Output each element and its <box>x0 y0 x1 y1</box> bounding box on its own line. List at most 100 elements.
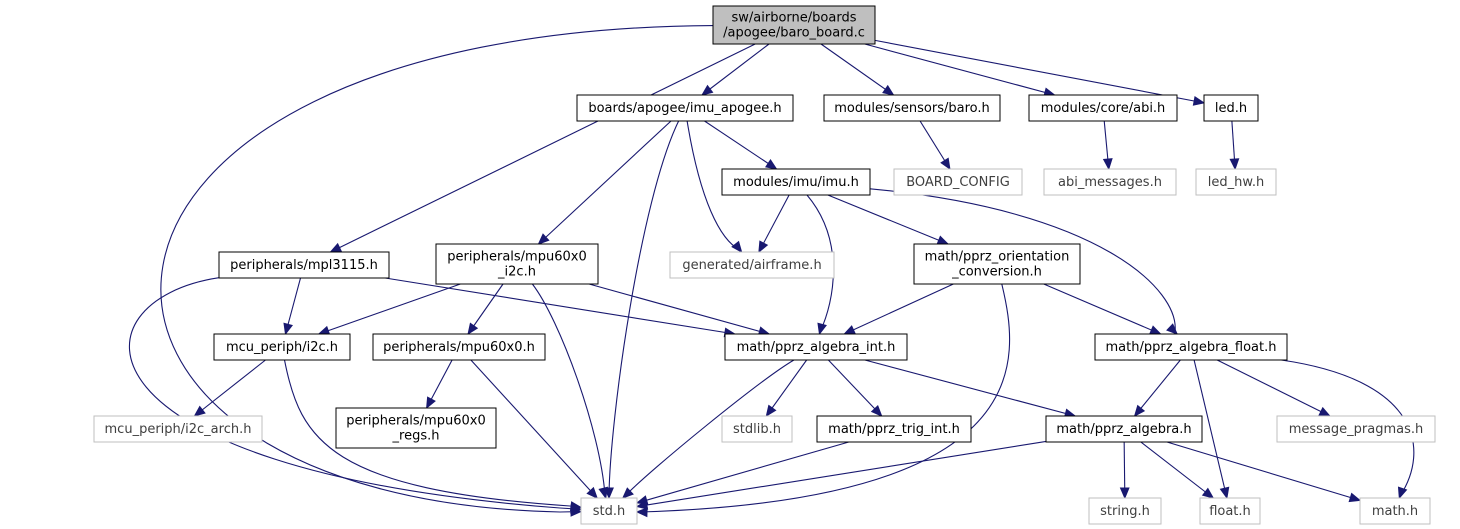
edge-orientation-to-algebra_float <box>1043 283 1162 335</box>
node-abi-messages: abi_messages.h <box>1043 168 1177 196</box>
nodes-layer: sw/airborne/boards/apogee/baro_board.cbo… <box>93 5 1436 525</box>
node-airframe: generated/airframe.h <box>669 251 835 279</box>
node-mpu60x0-regs[interactable]: peripherals/mpu60x0_regs.h <box>335 407 497 449</box>
edge-imu_apogee-to-mpu60x0_i2c <box>537 120 672 245</box>
node-box <box>913 243 1081 285</box>
edge-imu-to-orientation <box>827 194 950 245</box>
node-sensors-baro[interactable]: modules/sensors/baro.h <box>823 94 1001 122</box>
node-box <box>724 333 908 361</box>
node-message-pragmas: message_pragmas.h <box>1276 415 1436 443</box>
node-box <box>1199 497 1261 525</box>
edge-i2c-to-std <box>283 359 583 511</box>
edge-algebra_float-to-float <box>1193 359 1230 500</box>
edge-imu_apogee-to-imu <box>704 120 778 170</box>
node-label: peripherals/mpu60x0 <box>447 250 586 265</box>
edge-orientation-to-std <box>635 283 1011 518</box>
edge-imu-to-airframe <box>758 194 790 254</box>
node-label: modules/core/abi.h <box>1041 101 1166 116</box>
node-i2c-arch: mcu_periph/i2c_arch.h <box>93 415 263 443</box>
node-label: modules/imu/imu.h <box>733 175 859 190</box>
edge-algebra-to-float <box>1140 441 1215 499</box>
edge-core_abi-to-abi_messages <box>1102 120 1113 171</box>
edge-baro_board-to-core_abi <box>864 43 1056 98</box>
node-box <box>816 415 972 443</box>
node-label: /apogee/baro_board.c <box>723 26 865 41</box>
edge-orientation-to-algebra_int <box>843 283 954 335</box>
node-box <box>1359 497 1431 525</box>
node-string: string.h <box>1088 497 1162 525</box>
node-label: modules/sensors/baro.h <box>834 101 989 116</box>
edge-algebra-to-math <box>1166 441 1362 503</box>
node-math: math.h <box>1359 497 1431 525</box>
node-box <box>1203 94 1259 122</box>
node-label: led_hw.h <box>1208 175 1264 190</box>
node-label: math/pprz_trig_int.h <box>828 422 960 437</box>
node-label: peripherals/mpu60x0.h <box>383 340 535 355</box>
edge-mpu60x0_i2c-to-i2c <box>317 283 461 336</box>
edge-mpu60x0_i2c-to-std <box>531 283 609 500</box>
edge-mpl3115-to-algebra_int <box>385 277 737 338</box>
node-label: math/pprz_algebra.h <box>1056 422 1191 437</box>
edge-imu_apogee-to-std <box>604 120 680 500</box>
edge-baro_board-to-mpl3115 <box>329 43 756 253</box>
edge-baro_board-to-imu_apogee <box>701 43 770 96</box>
node-orientation[interactable]: math/pprz_orientation_conversion.h <box>913 243 1081 285</box>
node-box <box>372 333 546 361</box>
node-label: led.h <box>1215 101 1247 116</box>
node-label: sw/airborne/boards <box>732 11 857 26</box>
edge-baro_board-to-sensors_baro <box>820 43 895 96</box>
node-i2c[interactable]: mcu_periph/i2c.h <box>213 333 351 361</box>
node-stdlib: stdlib.h <box>721 415 793 443</box>
node-box <box>335 407 497 449</box>
node-trig-int[interactable]: math/pprz_trig_int.h <box>816 415 972 443</box>
node-algebra-int[interactable]: math/pprz_algebra_int.h <box>724 333 908 361</box>
node-label: math.h <box>1372 504 1418 519</box>
node-algebra[interactable]: math/pprz_algebra.h <box>1045 415 1203 443</box>
node-box <box>1088 497 1162 525</box>
node-label: boards/apogee/imu_apogee.h <box>588 101 781 116</box>
node-core-abi[interactable]: modules/core/abi.h <box>1028 94 1178 122</box>
edge-algebra_int-to-std <box>621 359 795 499</box>
node-mpu60x0-i2c[interactable]: peripherals/mpu60x0_i2c.h <box>435 243 599 285</box>
node-mpu60x0[interactable]: peripherals/mpu60x0.h <box>372 333 546 361</box>
node-algebra-float[interactable]: math/pprz_algebra_float.h <box>1094 333 1288 361</box>
node-mpl3115[interactable]: peripherals/mpl3115.h <box>218 251 390 279</box>
edge-mpu60x0-to-std <box>470 359 598 499</box>
node-box <box>1043 168 1177 196</box>
node-box <box>1045 415 1203 443</box>
node-imu[interactable]: modules/imu/imu.h <box>721 168 871 196</box>
edge-trig_int-to-std <box>635 441 849 505</box>
node-label: stdlib.h <box>733 422 781 437</box>
edge-algebra_int-to-stdlib <box>765 359 808 418</box>
edge-algebra-to-std <box>635 440 1047 510</box>
edge-led-to-led_hw <box>1229 120 1240 171</box>
edge-algebra-to-string <box>1119 441 1130 500</box>
node-baro-board[interactable]: sw/airborne/boards/apogee/baro_board.c <box>712 5 876 45</box>
edge-sensors_baro-to-board_config <box>919 120 951 171</box>
node-box <box>823 94 1001 122</box>
node-label: peripherals/mpu60x0 <box>346 414 485 429</box>
node-label: math/pprz_orientation <box>925 250 1070 265</box>
edge-algebra_float-to-algebra <box>1133 359 1181 417</box>
node-box <box>435 243 599 285</box>
node-label: _i2c.h <box>497 265 536 280</box>
node-float: float.h <box>1199 497 1261 525</box>
node-label: peripherals/mpl3115.h <box>230 258 378 273</box>
node-box <box>93 415 263 443</box>
edge-imu_apogee-to-airframe <box>686 120 743 254</box>
node-label: _regs.h <box>392 429 440 444</box>
node-box <box>1094 333 1288 361</box>
node-box <box>1028 94 1178 122</box>
node-box <box>721 168 871 196</box>
node-box <box>213 333 351 361</box>
edge-algebra_float-to-message_pragmas <box>1216 359 1331 417</box>
edges-layer <box>129 24 1415 518</box>
node-label: float.h <box>1209 504 1251 519</box>
node-label: math/pprz_algebra_float.h <box>1106 340 1277 355</box>
node-imu-apogee[interactable]: boards/apogee/imu_apogee.h <box>576 94 794 122</box>
node-label: _conversion.h <box>951 265 1042 280</box>
node-box <box>669 251 835 279</box>
edge-mpl3115-to-std <box>129 277 583 514</box>
node-led[interactable]: led.h <box>1203 94 1259 122</box>
